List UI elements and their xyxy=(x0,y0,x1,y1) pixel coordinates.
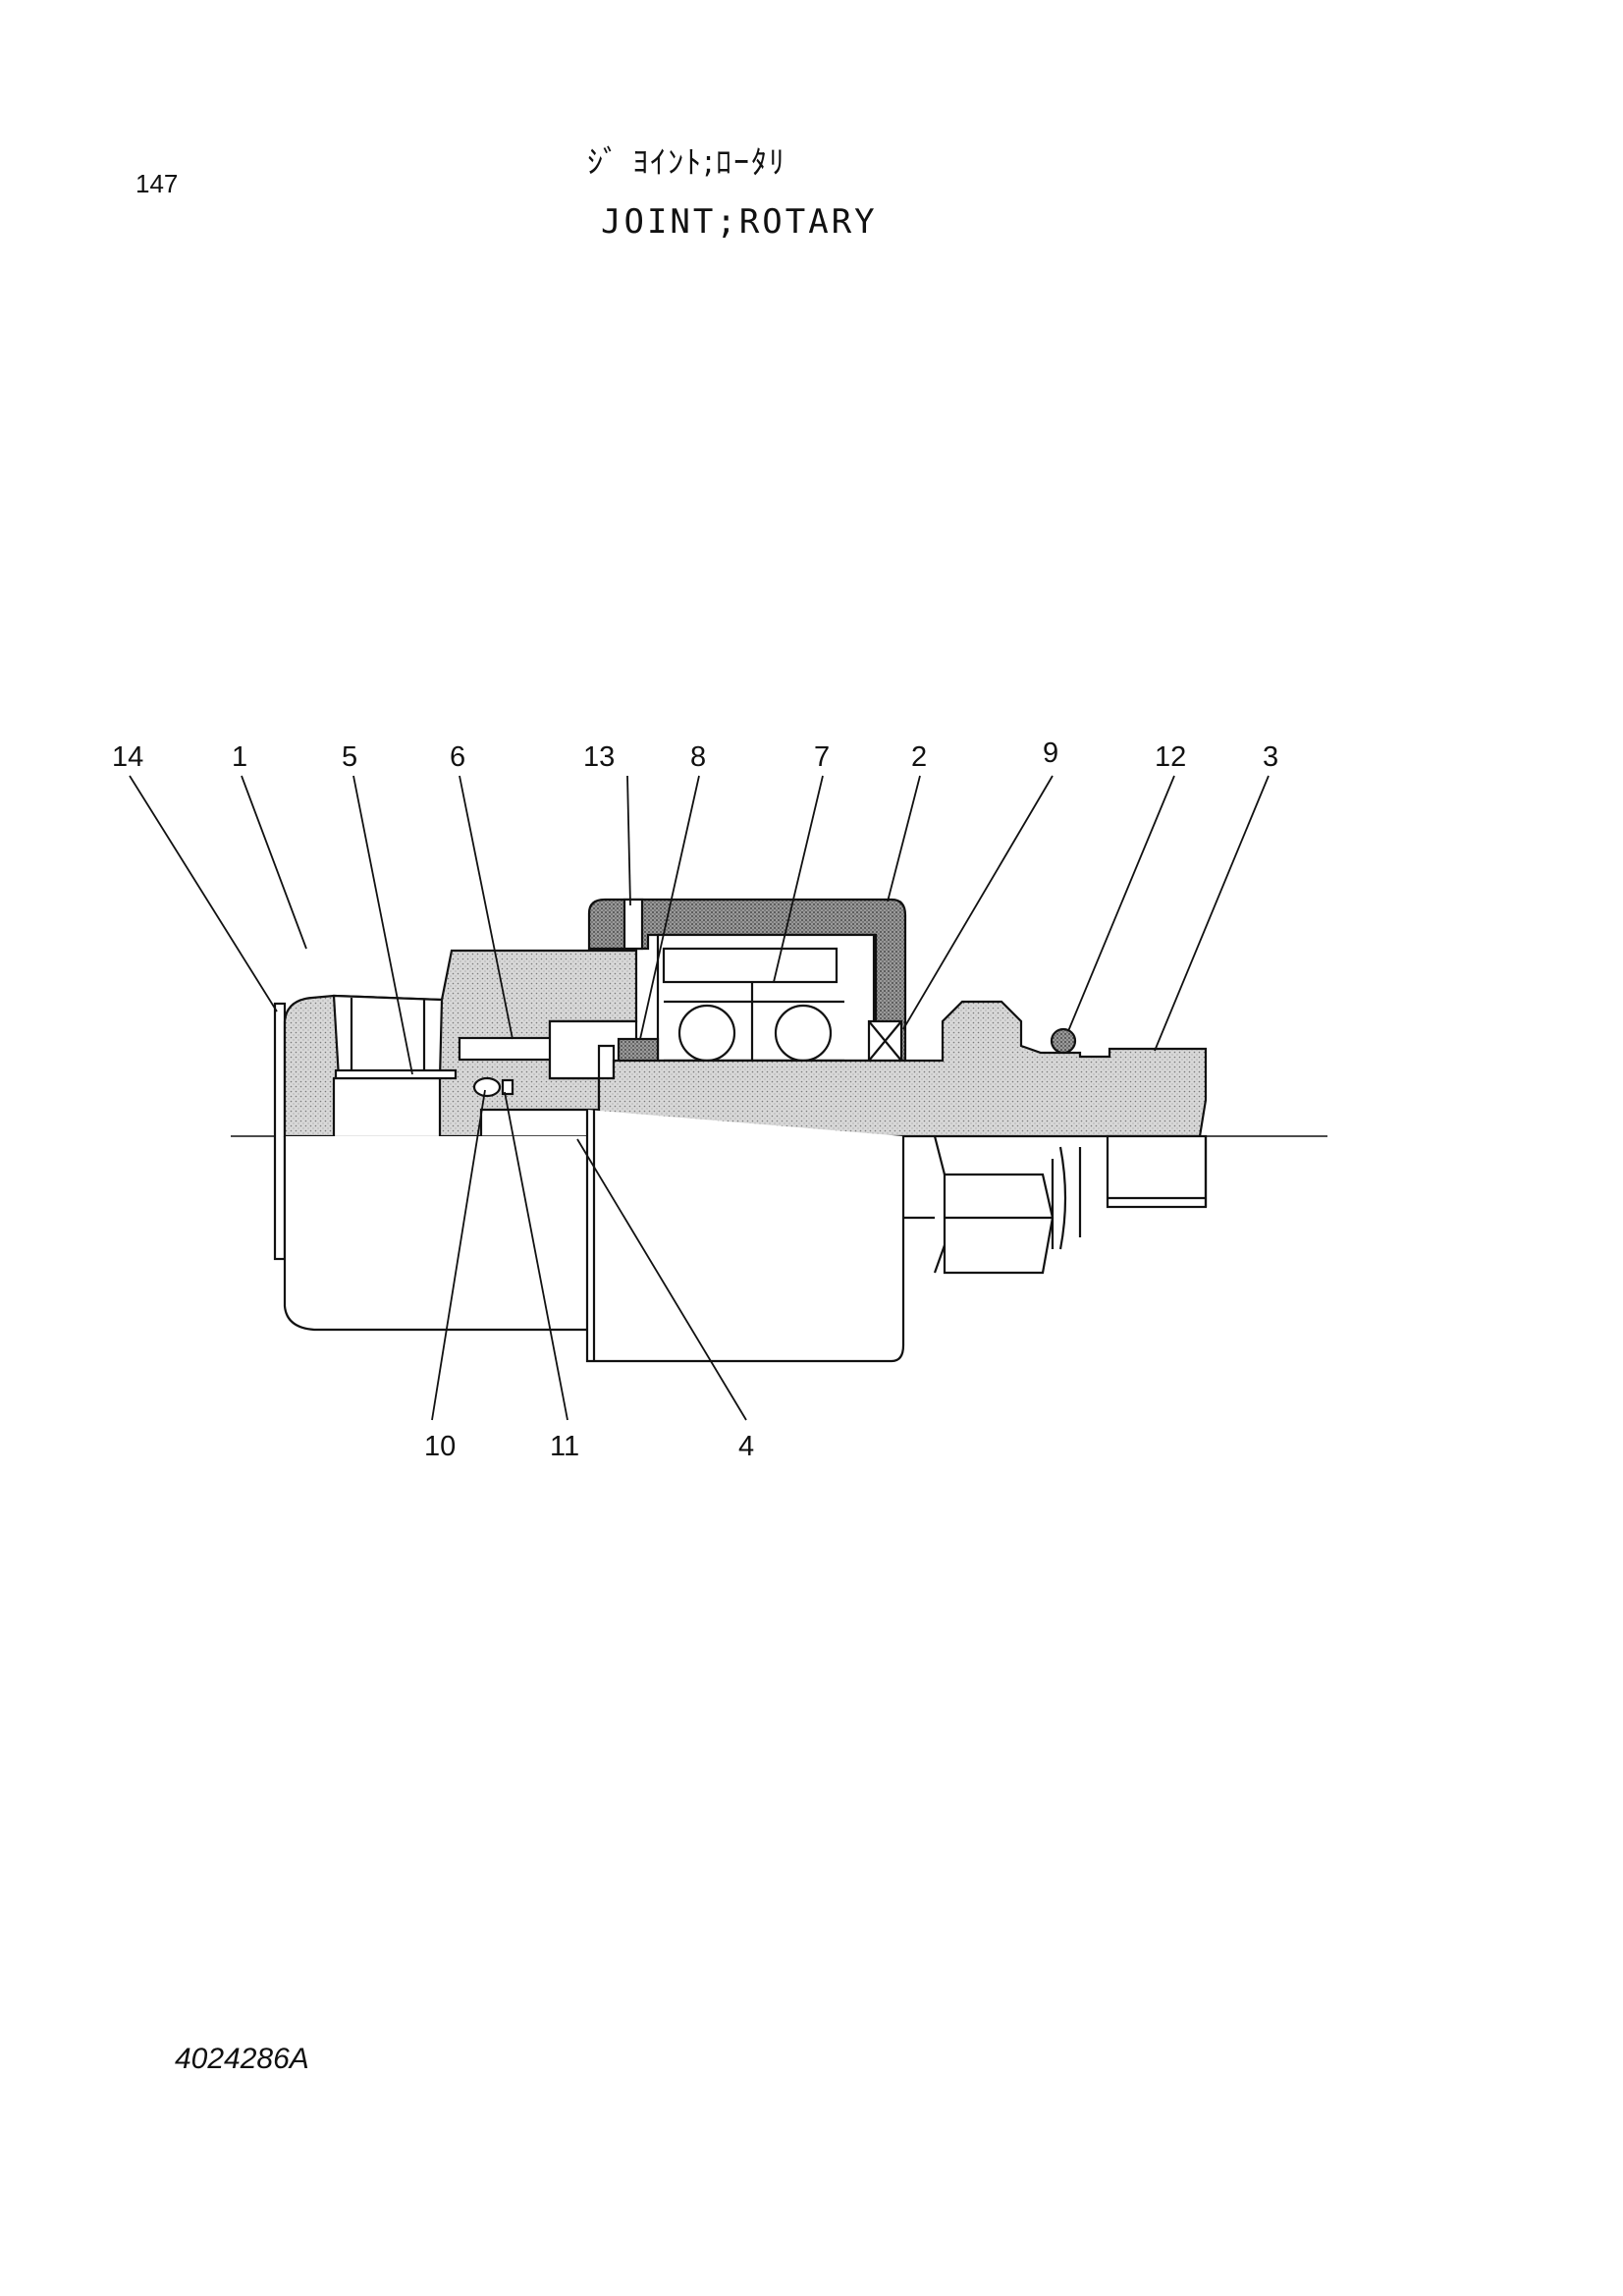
bearing-ball-1 xyxy=(677,1004,736,1063)
part-3-shaft xyxy=(597,1000,1208,1138)
callout-5: 5 xyxy=(342,741,357,773)
callout-3: 3 xyxy=(1263,741,1278,773)
callout-7: 7 xyxy=(814,741,830,773)
page-number: 147 xyxy=(135,169,179,198)
threaded-fitting xyxy=(1106,1134,1208,1209)
part-1-port-bore xyxy=(332,994,444,1080)
title-english: JOINT;ROTARY xyxy=(601,202,878,242)
callout-2: 2 xyxy=(911,741,927,773)
part-14-end-plate xyxy=(273,1002,287,1261)
callout-11: 11 xyxy=(550,1431,579,1462)
part-2-housing xyxy=(587,898,907,1063)
callout-10: 10 xyxy=(424,1431,456,1462)
callout-8: 8 xyxy=(690,741,706,773)
drawing-number: 4024286A xyxy=(175,2043,309,2075)
part-5-strainer xyxy=(334,1068,458,1080)
title-japanese: ｼﾞ ﾖｲﾝﾄ;ﾛｰﾀﾘ xyxy=(587,143,786,181)
callout-9: 9 xyxy=(1043,738,1058,769)
callout-13: 13 xyxy=(583,741,615,773)
part-13-grease-port xyxy=(622,898,644,951)
callout-12: 12 xyxy=(1155,741,1186,773)
part-1-body-lower xyxy=(283,1136,596,1332)
part-4-sleeve xyxy=(585,1110,905,1363)
bearing-ball-2 xyxy=(774,1004,833,1063)
callout-14: 14 xyxy=(112,741,143,773)
callout-1: 1 xyxy=(232,741,247,773)
part-12-o-ring xyxy=(1050,1027,1077,1055)
callout-6: 6 xyxy=(450,741,465,773)
callout-4: 4 xyxy=(738,1431,754,1462)
part-10-seal xyxy=(472,1076,502,1098)
leader-lines xyxy=(129,775,1270,1421)
part-11-backup-ring xyxy=(501,1078,514,1096)
